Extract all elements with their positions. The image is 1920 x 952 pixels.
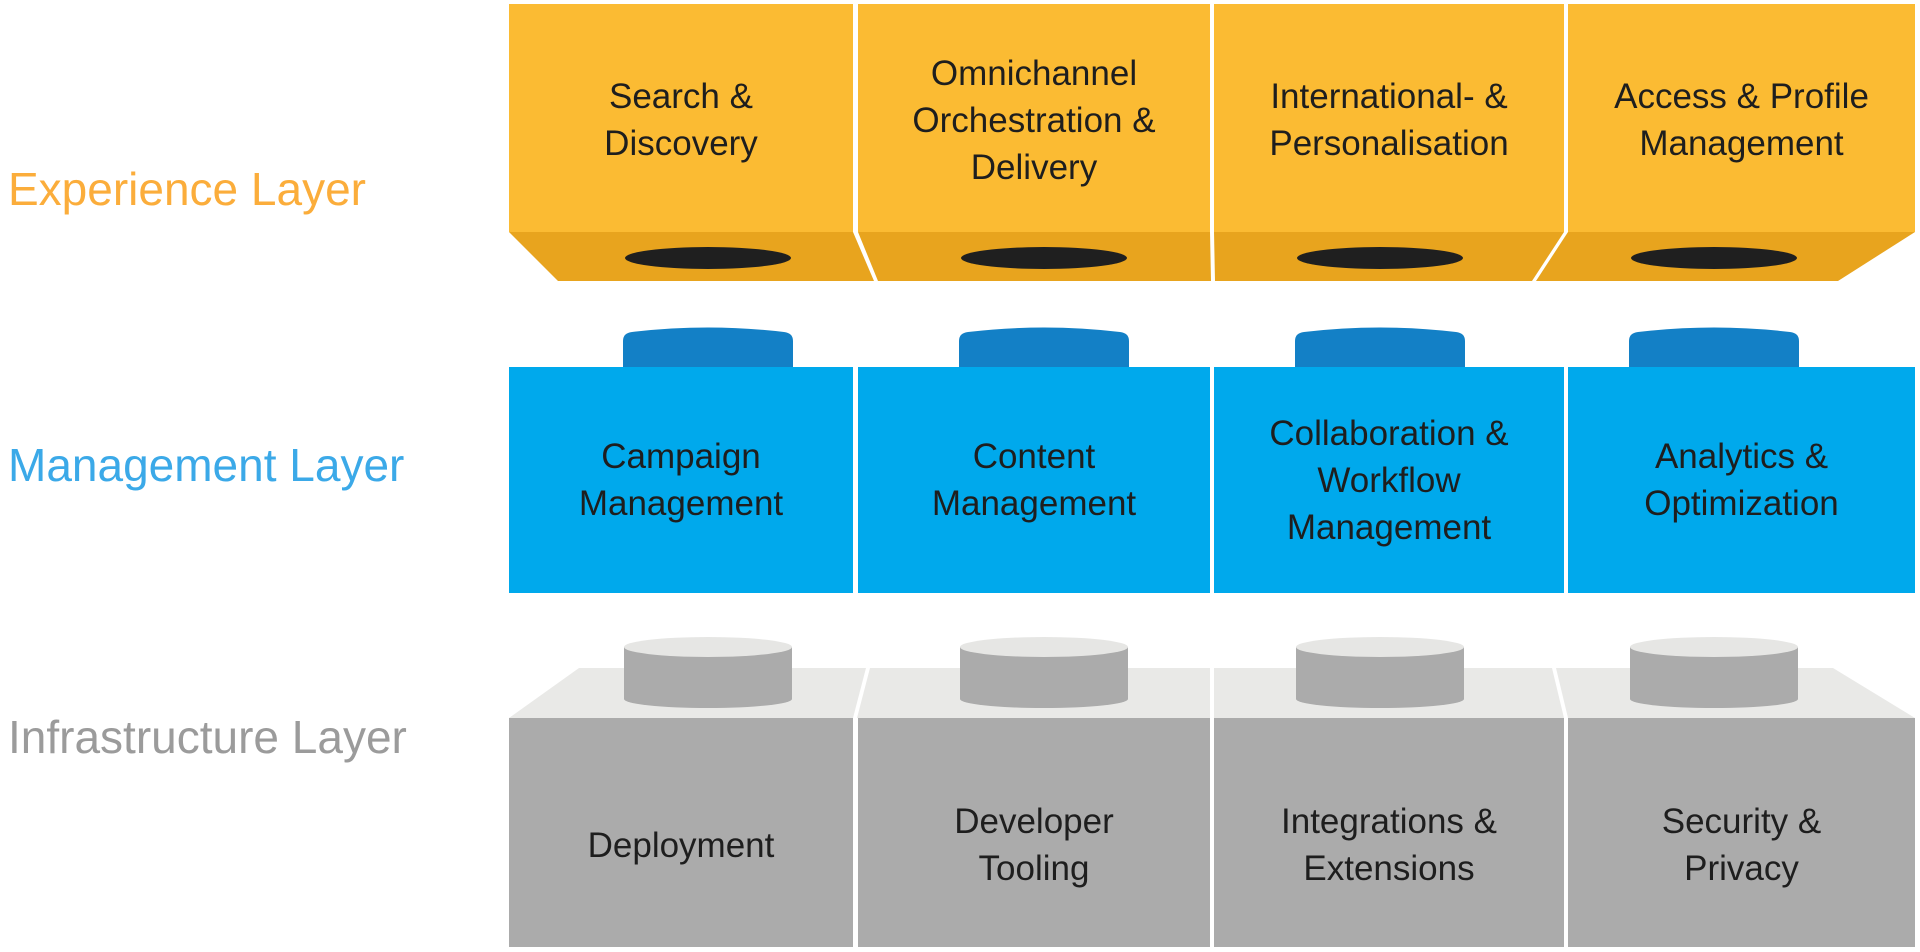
infrastructure-brick-2-stud (960, 647, 1128, 708)
brick-label-collaboration-workflow: Collaboration & Workflow Management (1269, 413, 1509, 547)
experience-brick-1-socket-ellipse (625, 247, 791, 269)
brick-label-search-discovery: Search & Discovery (604, 77, 758, 163)
brick-label-developer-tooling: Developer Tooling (954, 802, 1114, 888)
management-brick-3-face (1214, 367, 1564, 593)
brick-label-deployment: Deployment (587, 825, 775, 865)
management-layer-label: Management Layer (8, 439, 405, 491)
experience-layer-bricks (509, 4, 1915, 281)
brick-label-content-management: Content Management (931, 437, 1137, 523)
infrastructure-layer-bricks (509, 637, 1915, 947)
infrastructure-brick-3-stud (1296, 647, 1464, 708)
brick-label-access-profile-management: Access & Profile Management (1614, 77, 1869, 163)
management-layer-bricks (509, 327, 1915, 593)
experience-brick-2-face (858, 4, 1210, 232)
management-brick-2-stud (959, 327, 1129, 368)
infrastructure-brick-4-stud-top (1630, 637, 1798, 657)
experience-brick-1-face (509, 4, 853, 232)
experience-brick-3-face (1214, 4, 1564, 232)
brick-label-international-personalisation: International- & Personalisation (1269, 77, 1509, 163)
management-brick-4-face (1568, 367, 1915, 593)
experience-brick-4-face (1568, 4, 1915, 232)
infrastructure-brick-1-stud (624, 647, 792, 708)
infrastructure-brick-1-stud-top (624, 637, 792, 657)
infrastructure-brick-2-face (858, 718, 1210, 947)
experience-layer-label: Experience Layer (8, 163, 366, 215)
experience-brick-2-socket-ellipse (961, 247, 1127, 269)
infrastructure-brick-3-face (1214, 718, 1564, 947)
brick-label-analytics-optimization: Analytics & Optimization (1644, 437, 1839, 523)
infrastructure-brick-2-stud-top (960, 637, 1128, 657)
brick-label-omnichannel-orchestration: Omnichannel Orchestration & Delivery (912, 53, 1156, 187)
management-brick-2-face (858, 367, 1210, 593)
infrastructure-layer-label: Infrastructure Layer (8, 711, 407, 763)
management-brick-4-stud (1629, 327, 1799, 368)
brick-label-integrations-extensions: Integrations & Extensions (1281, 802, 1497, 888)
experience-brick-4-socket-ellipse (1631, 247, 1797, 269)
management-brick-3-stud (1295, 327, 1465, 368)
infrastructure-brick-4-face (1568, 718, 1915, 947)
brick-label-campaign-management: Campaign Management (578, 437, 784, 523)
infrastructure-brick-3-stud-top (1296, 637, 1464, 657)
infrastructure-brick-4-stud (1630, 647, 1798, 708)
experience-brick-3-socket-ellipse (1297, 247, 1463, 269)
brick-label-security-privacy: Security & Privacy (1661, 802, 1822, 888)
management-brick-1-face (509, 367, 853, 593)
infrastructure-brick-1-face (509, 718, 853, 947)
management-brick-1-stud (623, 327, 793, 368)
